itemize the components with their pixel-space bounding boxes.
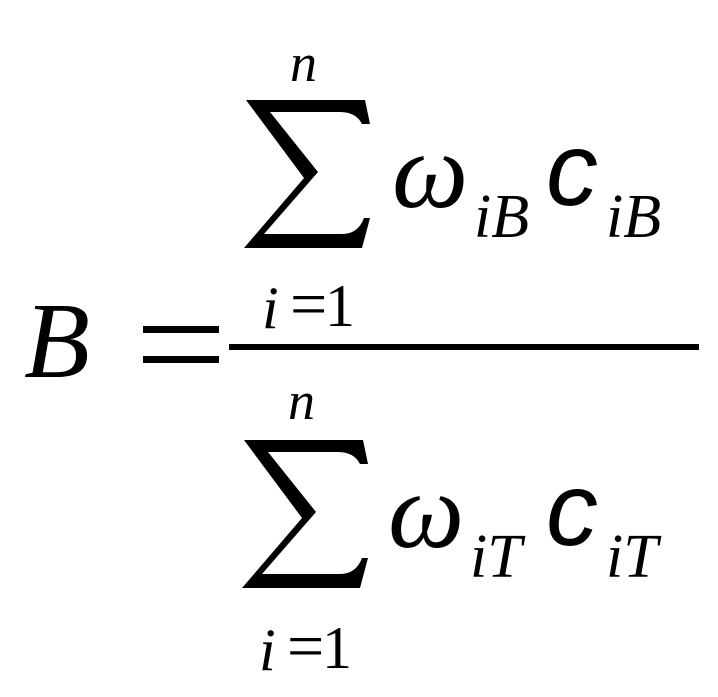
lhs-variable: B bbox=[24, 282, 90, 401]
denominator-sigma-icon bbox=[242, 440, 368, 588]
numerator-weight-symbol: ω bbox=[392, 112, 469, 231]
denominator-value-subscript: iT bbox=[606, 523, 658, 591]
denominator-weight-subscript: iT bbox=[470, 523, 522, 591]
numerator-value-symbol: c bbox=[546, 112, 598, 228]
denominator-sum-lower-eq: = bbox=[287, 610, 325, 683]
equals-bar-bottom bbox=[143, 356, 219, 363]
equals-text: = bbox=[143, 320, 144, 321]
numerator-sum-upper: n bbox=[290, 33, 317, 93]
numerator-weight-subscript: iB bbox=[474, 183, 530, 251]
numerator-sum-lower-eq: = bbox=[290, 268, 328, 341]
fraction-bar bbox=[229, 344, 699, 350]
denominator-sum-lower-index: i bbox=[259, 617, 276, 683]
numerator-value-subscript: iB bbox=[606, 183, 662, 251]
denominator-value-symbol: c bbox=[546, 452, 598, 568]
numerator-sum-lower-value: 1 bbox=[325, 273, 355, 339]
numerator-sum-lower-index: i bbox=[262, 275, 279, 341]
denominator-weight-symbol: ω bbox=[388, 452, 465, 571]
denominator-sum-lower-value: 1 bbox=[322, 615, 352, 681]
numerator-sigma-icon bbox=[244, 100, 370, 248]
denominator-sum-upper: n bbox=[288, 371, 315, 431]
equals-bar-top bbox=[143, 326, 219, 333]
